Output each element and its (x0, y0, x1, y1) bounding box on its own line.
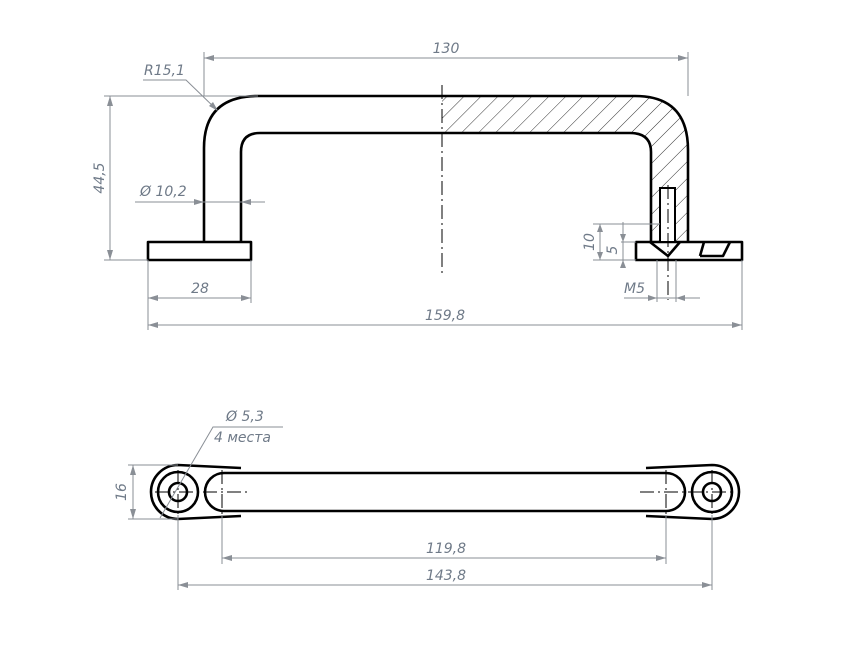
dim-total-length: 159,8 (425, 308, 465, 324)
right-boss (645, 463, 741, 521)
dim-base-thickness: 5 (605, 245, 621, 254)
section-hatch (442, 96, 688, 242)
dim-130: 130 (433, 41, 460, 57)
dim-thread-depth: 10 (582, 233, 598, 251)
top-view: Ø 5,3 4 места 16 119,8 143,8 (114, 409, 741, 590)
dim-hole-span: 143,8 (426, 568, 466, 584)
dim-inner-span: 119,8 (426, 541, 466, 557)
dim-thread: M5 (624, 281, 645, 297)
right-base (634, 240, 744, 262)
handle-outline (202, 94, 690, 242)
dim-hole-count: 4 места (214, 430, 271, 446)
handle-inner-outline (239, 131, 653, 242)
front-view: 130 R15,1 44,5 Ø 10,2 28 159,8 10 5 (92, 41, 744, 330)
left-boss (149, 463, 242, 521)
dim-hole: Ø 5,3 (225, 409, 264, 425)
dim-height: 44,5 (92, 162, 108, 193)
dim-width: 16 (114, 483, 130, 501)
countersink (649, 240, 732, 258)
handle-bar (203, 471, 687, 513)
dim-diameter: Ø 10,2 (139, 184, 187, 200)
left-base (146, 240, 253, 262)
dim-radius: R15,1 (144, 63, 185, 79)
dim-base-width: 28 (191, 281, 209, 297)
